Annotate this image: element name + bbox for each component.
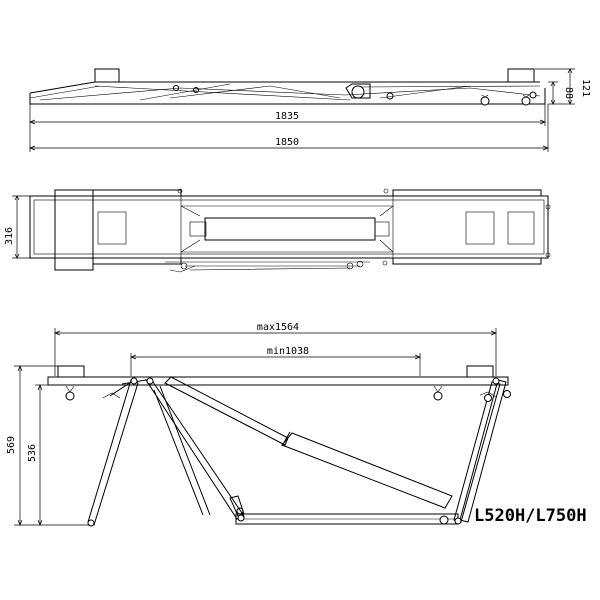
pivot-hub [351, 85, 365, 99]
lift-pad-right [507, 68, 535, 83]
dim-depth-316: 316 [4, 227, 15, 245]
scissor-arm-left-outer [87, 379, 139, 526]
lift-pad-left [94, 68, 120, 83]
raised-pad-left [57, 365, 85, 378]
dim-span-min: min1038 [267, 346, 309, 357]
collapsed-side-view: 121 88 1835 1850 [29, 68, 591, 152]
raised-pad-right [466, 365, 494, 378]
scissor-arm-left-inner [144, 379, 245, 520]
caster-wheel [521, 96, 531, 106]
top-pad-left [54, 189, 94, 271]
top-view: 316 [4, 188, 551, 273]
dim-height-collapsed: 88 [563, 87, 574, 99]
caster-wheel [480, 96, 490, 106]
lift-platform [47, 376, 509, 386]
dim-height-536: 536 [27, 444, 38, 462]
model-label: L520H/L750H [474, 506, 587, 526]
cylinder-rod [164, 376, 289, 446]
dim-span-max: max1564 [257, 322, 299, 333]
dim-height-total: 121 [580, 79, 591, 97]
dim-width-1835: 1835 [275, 111, 299, 122]
hydraulic-cylinder-top [204, 217, 376, 241]
dim-width-1850: 1850 [275, 137, 299, 148]
hydraulic-cylinder [281, 432, 453, 509]
scissor-arm-right [453, 381, 501, 523]
raised-side-view: max1564 min1038 569 536 [6, 322, 511, 527]
dim-height-569: 569 [6, 436, 17, 454]
